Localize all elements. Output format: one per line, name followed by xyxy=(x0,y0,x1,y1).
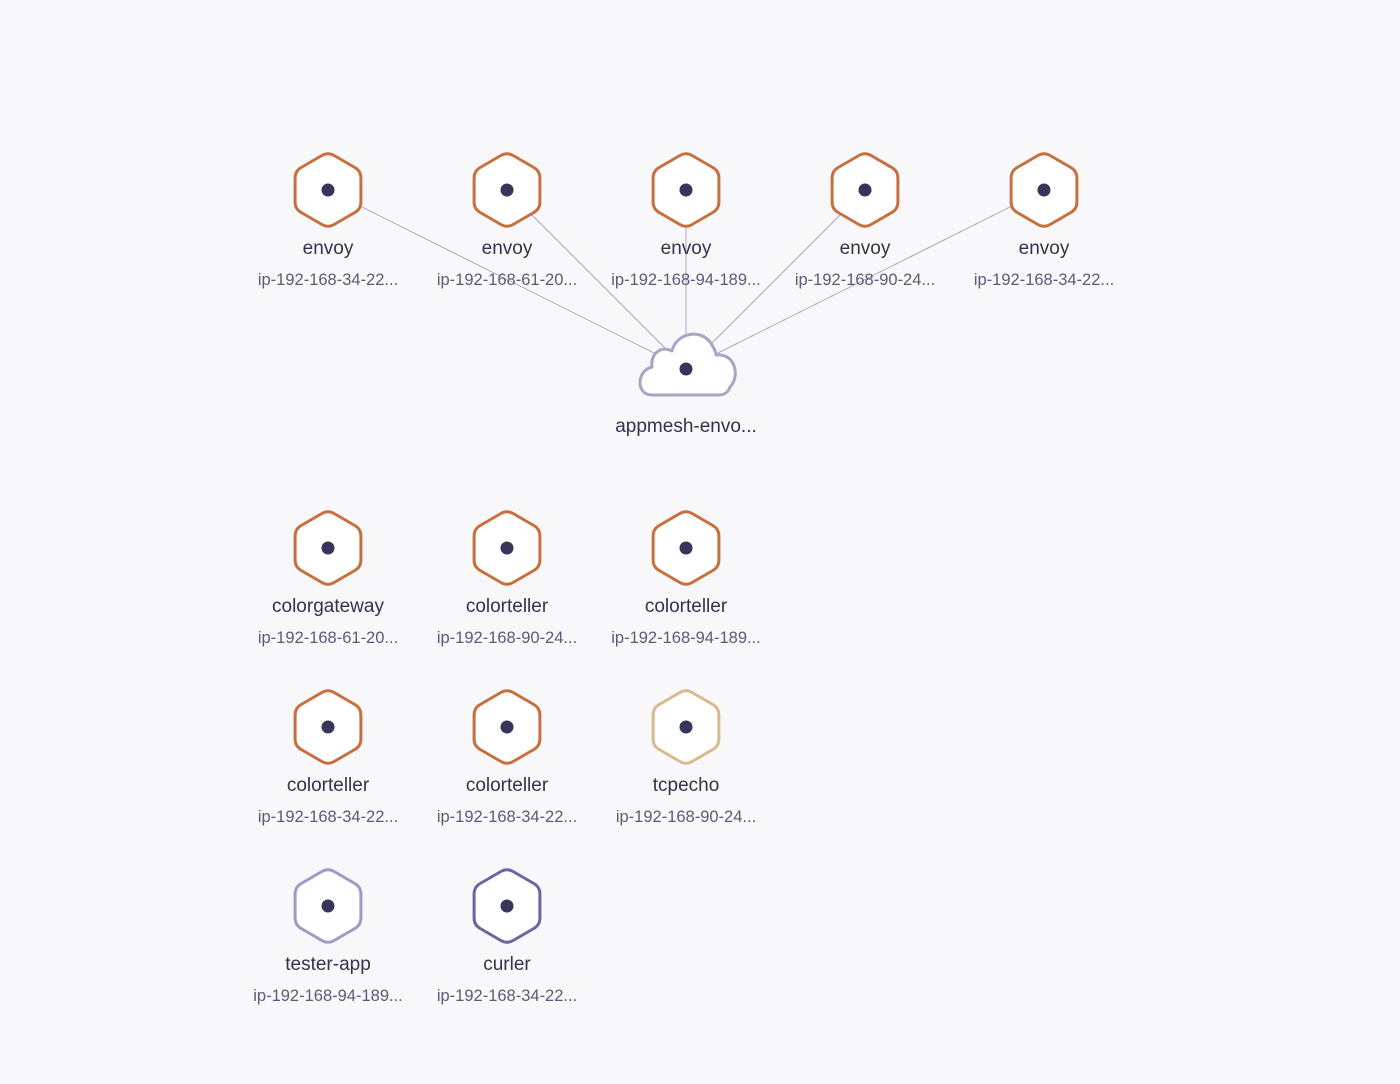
node-label: colorteller xyxy=(287,775,370,796)
node-host-label: ip-192-168-61-20... xyxy=(258,629,398,647)
node-host-label: ip-192-168-94-189... xyxy=(611,271,761,289)
node-center-dot xyxy=(679,720,693,734)
node-host-label: ip-192-168-90-24... xyxy=(616,808,756,826)
node-envoy-3[interactable]: envoy ip-192-168-94-189... xyxy=(611,152,761,289)
node-host-label: ip-192-168-94-189... xyxy=(253,987,403,1005)
node-tcpecho[interactable]: tcpecho ip-192-168-90-24... xyxy=(616,689,756,826)
node-center-dot xyxy=(500,183,514,197)
node-colorteller-3[interactable]: colorteller ip-192-168-34-22... xyxy=(258,689,398,826)
node-center-dot xyxy=(500,541,514,555)
node-host-label: ip-192-168-90-24... xyxy=(795,271,935,289)
node-center-dot xyxy=(321,720,335,734)
node-center-dot xyxy=(1037,183,1051,197)
node-label: envoy xyxy=(661,238,712,259)
node-host-label: ip-192-168-61-20... xyxy=(437,271,577,289)
node-label: envoy xyxy=(1019,238,1070,259)
node-center-dot xyxy=(321,899,335,913)
node-host-label: ip-192-168-34-22... xyxy=(258,271,398,289)
node-label: envoy xyxy=(482,238,533,259)
node-host-label: ip-192-168-90-24... xyxy=(437,629,577,647)
node-envoy-2[interactable]: envoy ip-192-168-61-20... xyxy=(437,152,577,289)
node-center-dot xyxy=(500,720,514,734)
node-label: envoy xyxy=(303,238,354,259)
node-host-label: ip-192-168-34-22... xyxy=(258,808,398,826)
node-center-dot xyxy=(321,183,335,197)
node-tester-app[interactable]: tester-app ip-192-168-94-189... xyxy=(253,868,403,1005)
nodes-layer: envoy ip-192-168-34-22... envoy ip-192-168-… xyxy=(253,152,1114,1005)
node-envoy-4[interactable]: envoy ip-192-168-90-24... xyxy=(795,152,935,289)
node-host-label: ip-192-168-94-189... xyxy=(611,629,761,647)
edge-envoy-2-to-appmesh xyxy=(506,189,687,370)
node-label: colorteller xyxy=(645,596,728,617)
node-colorteller-2[interactable]: colorteller ip-192-168-94-189... xyxy=(611,510,761,647)
node-colorteller-4[interactable]: colorteller ip-192-168-34-22... xyxy=(437,689,577,826)
node-center-dot xyxy=(500,899,514,913)
node-colorgateway[interactable]: colorgateway ip-192-168-61-20... xyxy=(258,510,398,647)
node-label: tcpecho xyxy=(653,775,720,796)
node-envoy-1[interactable]: envoy ip-192-168-34-22... xyxy=(258,152,398,289)
node-curler[interactable]: curler ip-192-168-34-22... xyxy=(437,868,577,1005)
node-center-dot xyxy=(679,362,693,376)
node-label: appmesh-envo... xyxy=(615,416,757,437)
node-label: tester-app xyxy=(285,954,371,975)
edge-envoy-5-to-appmesh xyxy=(685,189,1045,370)
node-appmesh[interactable]: appmesh-envo... xyxy=(615,332,757,437)
node-host-label: ip-192-168-34-22... xyxy=(974,271,1114,289)
node-label: curler xyxy=(483,954,531,975)
node-label: colorteller xyxy=(466,775,549,796)
edge-envoy-4-to-appmesh xyxy=(685,189,866,370)
node-center-dot xyxy=(321,541,335,555)
node-label: colorteller xyxy=(466,596,549,617)
node-label: colorgateway xyxy=(272,596,384,617)
node-colorteller-1[interactable]: colorteller ip-192-168-90-24... xyxy=(437,510,577,647)
node-center-dot xyxy=(679,183,693,197)
node-host-label: ip-192-168-34-22... xyxy=(437,808,577,826)
node-center-dot xyxy=(679,541,693,555)
node-label: envoy xyxy=(840,238,891,259)
node-center-dot xyxy=(858,183,872,197)
edge-envoy-1-to-appmesh xyxy=(327,189,687,370)
node-envoy-5[interactable]: envoy ip-192-168-34-22... xyxy=(974,152,1114,289)
node-host-label: ip-192-168-34-22... xyxy=(437,987,577,1005)
